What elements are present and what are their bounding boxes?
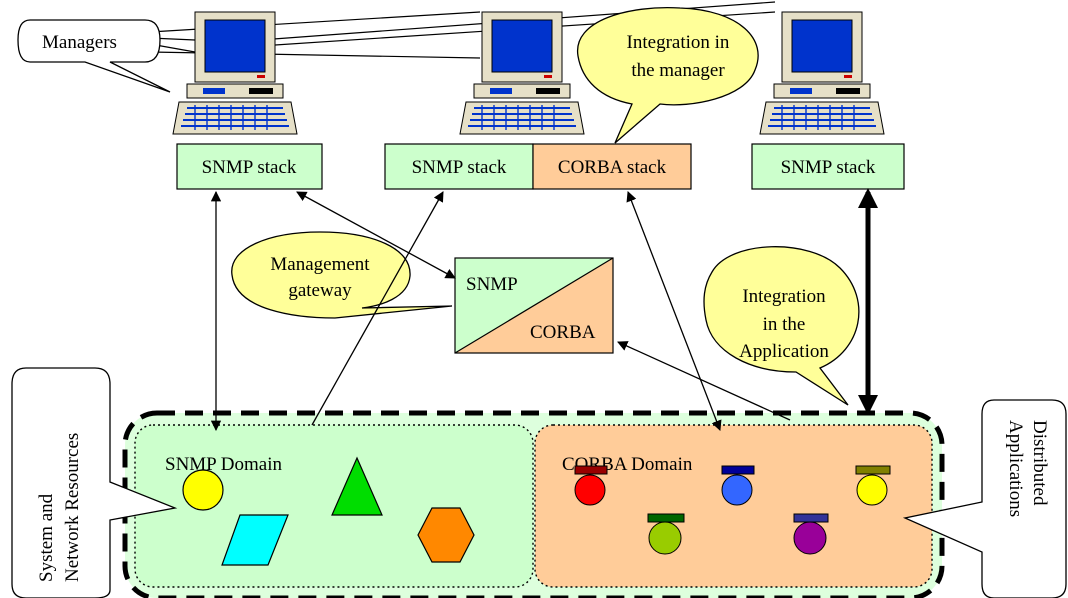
management-gateway-box: SNMP CORBA bbox=[454, 257, 614, 354]
snmp-resource-circle-icon bbox=[182, 469, 224, 511]
corba-object-purple-icon bbox=[793, 513, 829, 555]
connection-arrows bbox=[210, 188, 878, 432]
arrow-snmp-middle-to-domain bbox=[311, 191, 444, 426]
snmp-stack-left: SNMP stack bbox=[176, 143, 323, 190]
management-gateway-line1: Management bbox=[270, 254, 370, 275]
manager-computer-left-icon bbox=[172, 11, 298, 135]
integration-application-line1: Integration bbox=[742, 286, 826, 307]
corba-object-olive-icon bbox=[647, 513, 685, 555]
snmp-resource-hexagon-icon bbox=[417, 507, 475, 563]
manager-computer-middle-icon bbox=[459, 11, 585, 135]
integration-manager-callout: Integration in the manager bbox=[577, 6, 759, 144]
integration-application-callout: Integration in the Application bbox=[703, 246, 860, 406]
system-resources-callout: System and Network Resources bbox=[11, 367, 178, 598]
corba-domain: CORBA Domain bbox=[534, 424, 933, 588]
integration-application-line3: Application bbox=[739, 341, 829, 362]
snmp-stack-right-label: SNMP stack bbox=[781, 157, 876, 178]
management-gateway-callout: Management gateway bbox=[231, 231, 453, 319]
distributed-applications-line2: Applications bbox=[1005, 420, 1026, 517]
corba-stack-middle-label: CORBA stack bbox=[558, 157, 667, 178]
integration-application-line2: in the bbox=[763, 314, 806, 335]
snmp-resource-parallelogram-icon bbox=[221, 514, 289, 566]
snmp-stack-right: SNMP stack bbox=[751, 143, 905, 190]
arrow-corba-stack-to-domain bbox=[626, 191, 722, 431]
corba-object-yellow-icon bbox=[855, 465, 891, 506]
corba-object-blue-icon bbox=[721, 465, 755, 506]
snmp-stack-middle-label: SNMP stack bbox=[412, 157, 507, 178]
snmp-domain-label: SNMP Domain bbox=[165, 454, 283, 475]
integration-manager-line2: the manager bbox=[631, 60, 725, 81]
corba-object-red-icon bbox=[574, 465, 608, 506]
gateway-snmp-label: SNMP bbox=[466, 274, 518, 295]
integration-manager-line1: Integration in bbox=[627, 32, 730, 53]
managers-callout: Managers bbox=[17, 19, 171, 93]
snmp-stack-left-label: SNMP stack bbox=[202, 157, 297, 178]
manager-computer-right-icon bbox=[759, 11, 885, 135]
management-gateway-line2: gateway bbox=[288, 280, 352, 301]
managers-label: Managers bbox=[42, 32, 117, 53]
snmp-stack-middle: SNMP stack bbox=[384, 143, 534, 190]
snmp-resource-triangle-icon bbox=[331, 456, 383, 516]
system-resources-line2: Network Resources bbox=[62, 433, 83, 582]
system-resources-line1: System and bbox=[36, 493, 57, 582]
arrow-snmp-left-to-gateway bbox=[296, 191, 456, 279]
gateway-corba-label: CORBA bbox=[530, 322, 596, 343]
corba-stack-middle: CORBA stack bbox=[532, 143, 692, 190]
snmp-domain: SNMP Domain bbox=[134, 424, 534, 588]
distributed-applications-line1: Distributed bbox=[1029, 420, 1050, 506]
arrow-gateway-to-corba-domain bbox=[617, 341, 791, 421]
